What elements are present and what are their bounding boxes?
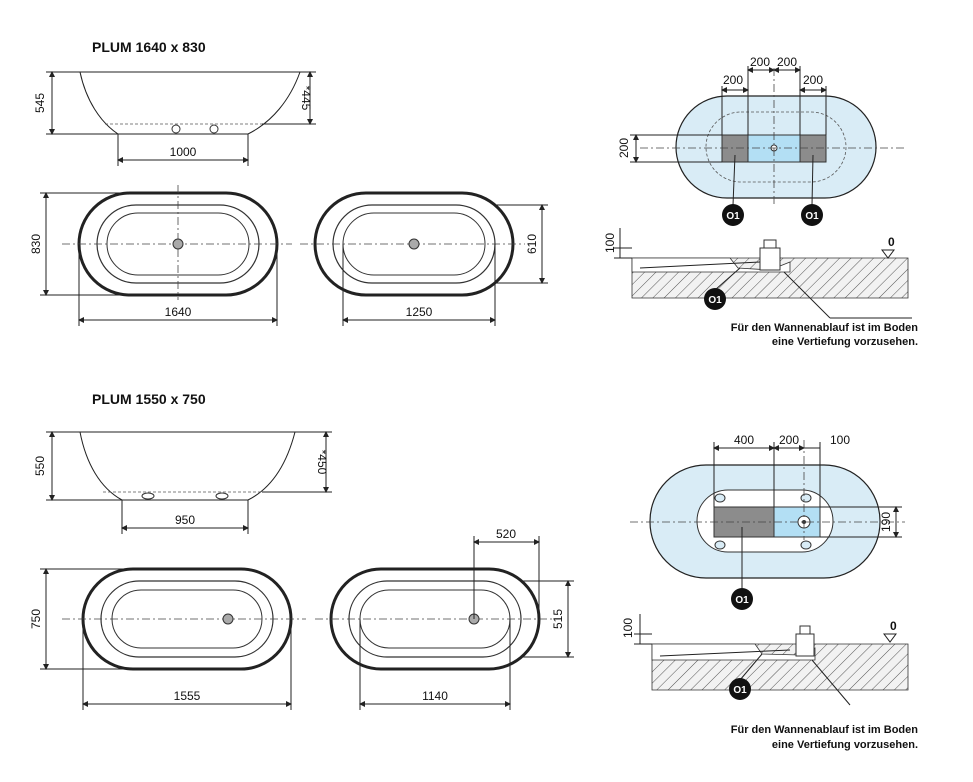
dim-top-width: 750	[29, 609, 43, 629]
dim-side-base: 1000	[170, 145, 197, 159]
dim-floor-depth: 100	[621, 618, 635, 638]
dim-inner-length: 1140	[422, 689, 448, 703]
inner-view: 520 515 1140	[315, 527, 574, 710]
dim-side-height: 550	[33, 456, 47, 476]
dim-inner-width: 610	[525, 234, 539, 254]
dim-inner-length: 1250	[406, 305, 433, 319]
dim-top-width: 830	[29, 234, 43, 254]
install-plan: 200 200 200 200 200 O1 O1	[617, 55, 905, 226]
dim-install-1: 200	[750, 55, 770, 69]
dim-side-height: 545	[33, 93, 47, 113]
note-line-2: eine Vertiefung vorzusehen.	[772, 739, 918, 751]
dim-install-3: 100	[830, 433, 850, 447]
model-1550: PLUM 1550 x 750 550 *450 950	[29, 391, 918, 751]
top-view: 750 1555	[29, 567, 306, 710]
dim-install-1: 400	[734, 433, 754, 447]
marker-o1-floor: O1	[733, 685, 747, 696]
floor-section: 100 0 O1 Für den Wannenablauf ist im Bod…	[603, 228, 918, 348]
dim-install-2: 200	[779, 433, 799, 447]
dim-install-side: 190	[879, 512, 893, 532]
dim-install-2: 200	[777, 55, 797, 69]
dim-drain-offset: 520	[496, 527, 516, 541]
note-line-2: eine Vertiefung vorzusehen.	[772, 336, 918, 348]
dim-install-side: 200	[617, 138, 631, 158]
side-view: 545 *445 1000	[33, 71, 316, 166]
model-title: PLUM 1550 x 750	[92, 391, 206, 407]
model-1640: PLUM 1640 x 830 545 *445 1000	[29, 39, 918, 348]
dim-side-inner-height: *445	[299, 86, 313, 111]
dim-top-length: 1555	[174, 689, 201, 703]
note-line-1: Für den Wannenablauf ist im Boden	[731, 724, 918, 736]
note-line-1: Für den Wannenablauf ist im Boden	[731, 322, 918, 334]
floor-level: 0	[890, 619, 897, 633]
marker-o1: O1	[735, 595, 749, 606]
dim-install-4: 200	[803, 73, 823, 87]
dim-side-inner-height: *450	[315, 450, 329, 475]
model-title: PLUM 1640 x 830	[92, 39, 206, 55]
floor-section: 100 0 O1 Für den Wannenablauf ist im Bod…	[621, 614, 918, 751]
side-view: 550 *450 950	[33, 431, 332, 534]
dim-side-base: 950	[175, 513, 195, 527]
inner-view: 610 1250	[300, 191, 548, 326]
top-view: 830 1640	[29, 185, 292, 326]
dim-floor-depth: 100	[603, 233, 617, 253]
marker-o1-floor: O1	[708, 295, 722, 306]
dim-top-length: 1640	[165, 305, 192, 319]
marker-o1-right: O1	[805, 211, 819, 222]
dim-install-3: 200	[723, 73, 743, 87]
floor-level: 0	[888, 235, 895, 249]
dim-inner-width: 515	[551, 609, 565, 629]
install-plan: 400 200 100 190 O1	[630, 433, 905, 610]
marker-o1-left: O1	[726, 211, 740, 222]
